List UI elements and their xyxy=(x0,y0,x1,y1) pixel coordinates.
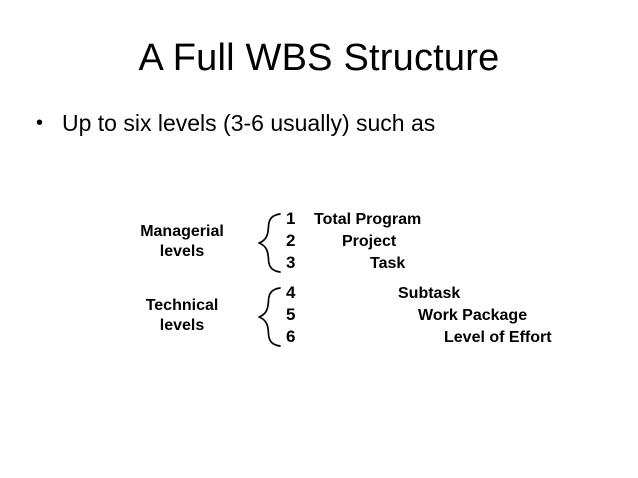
level-row: 5 Work Package xyxy=(286,304,626,326)
level-row: 3 Task xyxy=(286,252,626,274)
level-label: Total Program xyxy=(314,211,422,228)
group-caption-line-2: levels xyxy=(159,243,205,260)
bullet-item-text: Up to six levels (3-6 usually) such as xyxy=(62,110,436,136)
bullet-list-item: • Up to six levels (3-6 usually) such as xyxy=(36,108,435,138)
bullet-dot-icon: • xyxy=(36,112,44,134)
level-number: 5 xyxy=(286,305,296,324)
level-number: 6 xyxy=(286,327,296,346)
level-number: 4 xyxy=(286,283,296,302)
level-number: 1 xyxy=(286,209,296,228)
level-label: Project xyxy=(342,233,397,250)
group-caption-line-1: Managerial xyxy=(140,223,224,240)
curly-brace-icon xyxy=(256,284,282,350)
level-label: Level of Effort xyxy=(444,329,552,346)
level-row-list-technical: 4 Subtask 5 Work Package 6 Level of Effort xyxy=(286,282,626,348)
level-row: 6 Level of Effort xyxy=(286,326,626,348)
level-number: 3 xyxy=(286,253,296,272)
level-label: Task xyxy=(370,255,406,272)
level-row: 2 Project xyxy=(286,230,626,252)
curly-brace-icon xyxy=(256,210,282,276)
group-caption-managerial: Managerial levels xyxy=(112,222,252,262)
level-row: 1 Total Program xyxy=(286,208,626,230)
wbs-group-technical: Technical levels 4 Subtask 5 Work Package … xyxy=(0,282,638,352)
level-number: 2 xyxy=(286,231,296,250)
group-caption-line-2: levels xyxy=(159,317,205,334)
level-label: Subtask xyxy=(398,285,461,302)
wbs-structure-diagram: Managerial levels 1 Total Program 2 Projec… xyxy=(0,204,638,354)
wbs-group-managerial: Managerial levels 1 Total Program 2 Projec… xyxy=(0,208,638,278)
page-title: A Full WBS Structure xyxy=(138,37,500,79)
level-label: Work Package xyxy=(418,307,528,324)
group-caption-technical: Technical levels xyxy=(112,296,252,336)
level-row-list-managerial: 1 Total Program 2 Project 3 Task xyxy=(286,208,626,274)
level-row: 4 Subtask xyxy=(286,282,626,304)
group-caption-line-1: Technical xyxy=(145,297,219,314)
